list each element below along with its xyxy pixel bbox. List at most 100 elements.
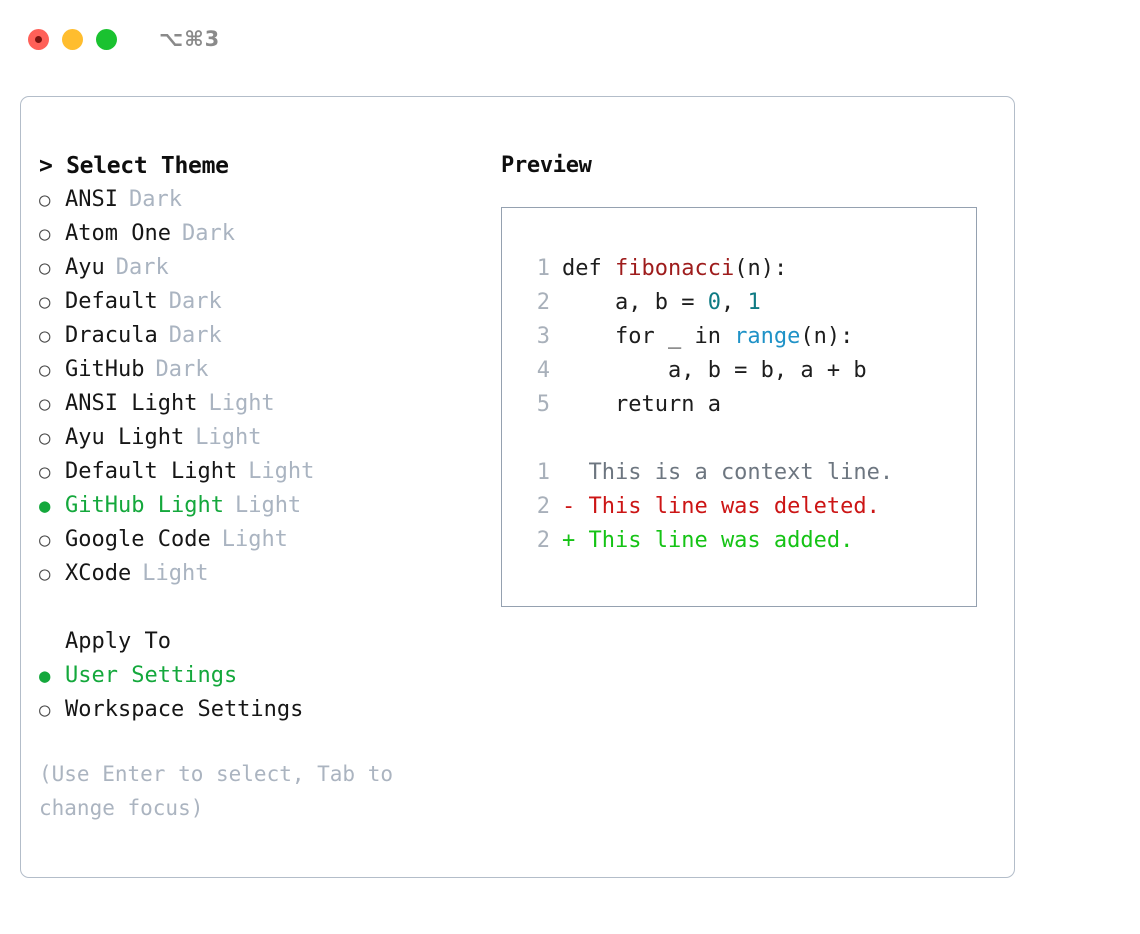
apply-to-option-workspace-settings[interactable]: ○ Workspace Settings <box>39 693 489 727</box>
token-plain: (n): <box>800 324 854 349</box>
line-number: 4 <box>536 358 550 383</box>
apply-to-option-label: Workspace Settings <box>65 697 304 722</box>
minimize-button-icon[interactable] <box>62 28 83 50</box>
line-number: 2 <box>536 290 550 315</box>
theme-option-label: ANSI Light <box>65 391 198 416</box>
window-controls <box>28 28 117 50</box>
theme-option-label: Default Light <box>65 459 238 484</box>
code-line: 3 for _ in range(n): <box>522 320 976 354</box>
theme-variant-tag: Light <box>142 561 209 586</box>
theme-variant-tag: Dark <box>168 289 222 314</box>
diff-line: 2 - This line was deleted. <box>522 490 976 524</box>
token-num: 1 <box>747 290 761 315</box>
code-text: for _ in range(n): <box>562 320 853 354</box>
theme-option-default[interactable]: ○ Default Dark <box>39 285 489 319</box>
radio-unselected-icon: ○ <box>39 359 51 381</box>
theme-option-ayu-light[interactable]: ○ Ayu Light Light <box>39 421 489 455</box>
code-diff-separator <box>522 422 976 456</box>
theme-option-label: Dracula <box>65 323 158 348</box>
close-button-icon[interactable] <box>28 28 49 50</box>
theme-option-label: GitHub Light <box>65 493 224 518</box>
line-number: 1 <box>536 460 550 485</box>
code-line: 5 return a <box>522 388 976 422</box>
code-text: a, b = b, a + b <box>562 354 867 388</box>
list-spacer <box>39 591 489 625</box>
preview-heading: Preview <box>501 153 592 178</box>
diff-sample-block: 1 This is a context line. 2 - This line wa… <box>522 456 976 558</box>
code-line: 4 a, b = b, a + b <box>522 354 976 388</box>
radio-unselected-icon: ○ <box>39 461 51 483</box>
line-number: 2 <box>536 494 550 519</box>
theme-option-google-code[interactable]: ○ Google Code Light <box>39 523 489 557</box>
radio-unselected-icon: ○ <box>39 699 51 721</box>
theme-option-label: Ayu Light <box>65 425 185 450</box>
theme-option-label: Ayu <box>65 255 105 280</box>
theme-variant-tag: Dark <box>168 323 222 348</box>
token-call: range <box>734 324 801 349</box>
apply-to-list[interactable]: ●User Settings ○ Workspace Settings <box>39 659 489 727</box>
code-line: 2 a, b = 0, 1 <box>522 286 976 320</box>
title-bar: ⌥⌘3 <box>0 0 1140 78</box>
theme-variant-tag: Dark <box>128 187 182 212</box>
token-plain: def <box>562 256 615 281</box>
code-text: def fibonacci(n): <box>562 252 787 286</box>
apply-to-option-user-settings[interactable]: ●User Settings <box>39 659 489 693</box>
token-plain: return a <box>562 392 721 417</box>
line-number: 5 <box>536 392 550 417</box>
radio-unselected-icon: ○ <box>39 393 51 415</box>
theme-option-label: Default <box>65 289 158 314</box>
radio-unselected-icon: ○ <box>39 189 51 211</box>
theme-option-default-light[interactable]: ○ Default Light Light <box>39 455 489 489</box>
theme-variant-tag: Light <box>195 425 262 450</box>
theme-variant-tag: Dark <box>115 255 169 280</box>
maximize-button-icon[interactable] <box>96 28 117 50</box>
theme-option-ayu[interactable]: ○ Ayu Dark <box>39 251 489 285</box>
radio-unselected-icon: ○ <box>39 325 51 347</box>
line-number: 1 <box>536 256 550 281</box>
theme-option-dracula[interactable]: ○ Dracula Dark <box>39 319 489 353</box>
select-theme-heading: > Select Theme <box>39 153 229 179</box>
radio-unselected-icon: ○ <box>39 291 51 313</box>
diff-line: 2+ This line was added. <box>522 524 976 558</box>
radio-unselected-icon: ○ <box>39 257 51 279</box>
radio-selected-icon: ● <box>39 665 51 687</box>
keyboard-shortcut-label: ⌥⌘3 <box>159 27 221 51</box>
radio-selected-icon: ● <box>39 495 51 517</box>
token-plain: , <box>720 290 748 315</box>
theme-variant-tag: Light <box>248 459 315 484</box>
theme-option-label: Google Code <box>65 527 211 552</box>
radio-unselected-icon: ○ <box>39 563 51 585</box>
theme-variant-tag: Dark <box>181 221 235 246</box>
token-plain: (n): <box>734 256 788 281</box>
token-plain: a, b = b, a + b <box>562 358 867 383</box>
token-func: fibonacci <box>614 256 735 281</box>
diff-line: 1 This is a context line. <box>522 456 976 490</box>
token-num: 0 <box>707 290 721 315</box>
diff-text: - This line was deleted. <box>562 490 880 524</box>
radio-unselected-icon: ○ <box>39 223 51 245</box>
diff-text: This is a context line. <box>562 456 893 490</box>
theme-variant-tag: Dark <box>155 357 209 382</box>
radio-unselected-icon: ○ <box>39 529 51 551</box>
token-plain: a, b = <box>562 290 708 315</box>
radio-unselected-icon: ○ <box>39 427 51 449</box>
token-plain: for _ in <box>562 324 735 349</box>
code-text: return a <box>562 388 721 422</box>
line-number: 3 <box>536 324 550 349</box>
apply-to-heading: Apply To <box>65 629 171 654</box>
keyboard-hint-text: (Use Enter to select, Tab to change focu… <box>39 762 394 820</box>
theme-variant-tag: Light <box>221 527 288 552</box>
